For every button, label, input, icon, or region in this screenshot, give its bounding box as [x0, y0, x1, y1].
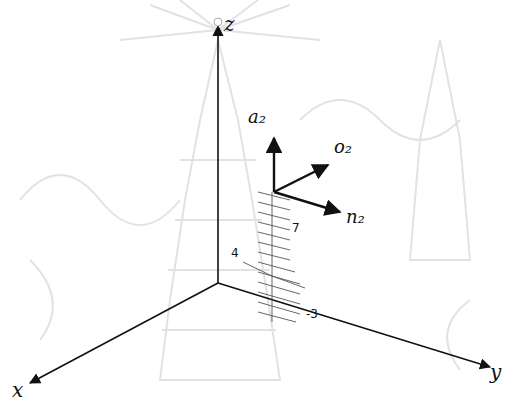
a2-vector [273, 138, 275, 192]
coordinate-number: 4 [231, 247, 239, 259]
vector-label: o₂ [334, 138, 352, 156]
vector-label: n₂ [346, 208, 365, 226]
o2-vector [274, 165, 328, 192]
coordinate-number: 7 [292, 222, 300, 234]
axis-label: y [490, 362, 501, 382]
coordinate-number: -3 [306, 308, 318, 320]
vector-label: a₂ [248, 108, 266, 126]
axis-end-dot [214, 18, 222, 26]
y-axis [218, 283, 490, 367]
x-axis [30, 283, 218, 383]
axis-label: x [12, 380, 23, 400]
axis-label: z [224, 14, 235, 34]
projection-hatch [243, 192, 305, 322]
watermark-ornament [20, 0, 470, 380]
z-axis [217, 26, 219, 283]
n2-vector [274, 192, 340, 212]
